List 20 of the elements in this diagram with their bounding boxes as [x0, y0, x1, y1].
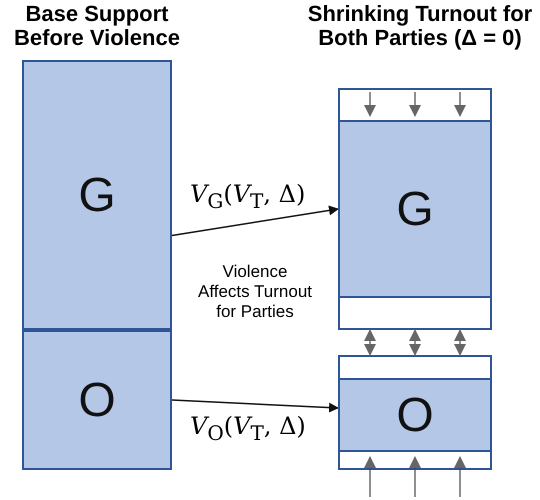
column-heading: Shrinking Turnout for Both Parties (Δ = 0) [306, 2, 534, 50]
party-box [22, 330, 172, 470]
arrow [409, 329, 421, 356]
arrow [172, 399, 339, 413]
party-box [22, 60, 172, 330]
party-box [340, 122, 490, 296]
party-letter: G [396, 182, 434, 236]
arrow [454, 329, 466, 356]
group-frame [338, 88, 492, 330]
edge-label: V$_{G}$(V$_{T}$, Δ) [190, 180, 306, 213]
annotation-text: Violence Affects Turnout for Parties [196, 262, 314, 322]
arrow [172, 205, 339, 236]
column-heading: Base Support Before Violence [13, 2, 181, 50]
arrow [364, 329, 376, 356]
party-letter: O [78, 372, 116, 428]
party-letter: O [396, 388, 434, 442]
party-box [340, 380, 490, 450]
edge-label: V$_{O}$(V$_{T}$, Δ) [190, 412, 306, 445]
party-letter: G [78, 168, 116, 222]
group-frame [338, 355, 492, 470]
